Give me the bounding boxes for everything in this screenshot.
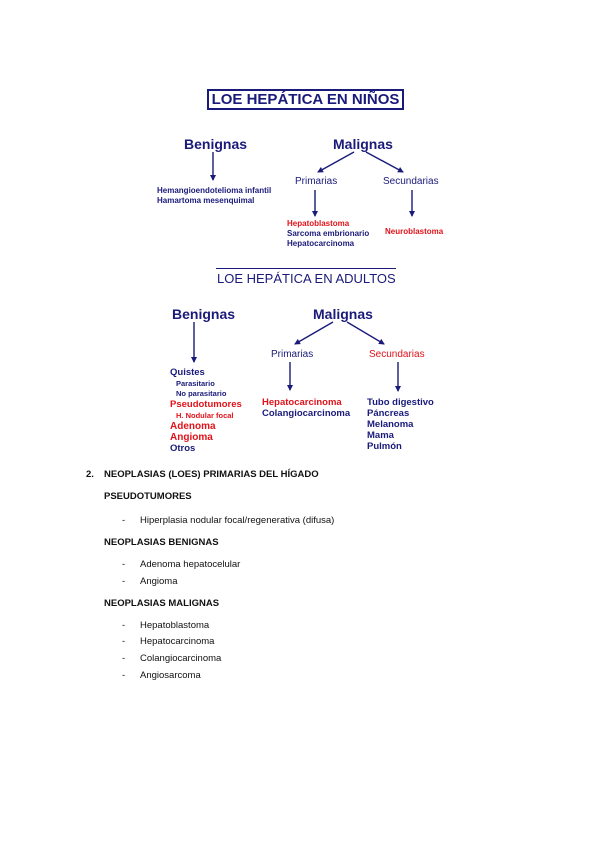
list-bullet: - bbox=[122, 559, 126, 570]
list-item: Páncreas bbox=[367, 408, 410, 419]
list-item: Sarcoma embrionario bbox=[287, 229, 370, 238]
list-bullet: - bbox=[122, 670, 126, 681]
list-item: Hepatocarcinoma bbox=[262, 397, 342, 408]
list-item: Neuroblastoma bbox=[385, 227, 444, 236]
list-item: Tubo digestivo bbox=[367, 397, 434, 408]
adultos-arrow-secundarias bbox=[346, 321, 385, 345]
list-item: Angioma bbox=[170, 432, 213, 443]
list-item: Parasitario bbox=[176, 379, 215, 388]
adultos-arrow-primarias bbox=[294, 321, 334, 345]
list-bullet: - bbox=[122, 636, 126, 647]
ninos-benignas-label: Benignas bbox=[184, 136, 248, 152]
list-item: Hepatocarcinoma bbox=[140, 636, 215, 647]
adultos-primarias-list: Hepatocarcinoma Colangiocarcinoma bbox=[262, 397, 350, 419]
adultos-malignas-label: Malignas bbox=[313, 306, 373, 322]
list-item: Angioma bbox=[140, 576, 178, 587]
list-item: Hiperplasia nodular focal/regenerativa (… bbox=[140, 515, 335, 526]
adultos-primarias-label: Primarias bbox=[271, 349, 314, 360]
list-item: Hepatocarcinoma bbox=[287, 239, 355, 248]
ninos-arrow-secundarias bbox=[365, 151, 404, 173]
list-item: Colangiocarcinoma bbox=[262, 408, 351, 419]
ninos-malignas-label: Malignas bbox=[333, 136, 393, 152]
list-item: Hepatoblastoma bbox=[287, 219, 350, 228]
adultos-benignas-label: Benignas bbox=[172, 306, 236, 322]
section-number: 2. bbox=[86, 469, 94, 480]
list-item: Angiosarcoma bbox=[140, 670, 201, 681]
adultos-secundarias-list: Tubo digestivo Páncreas Melanoma Mama Pu… bbox=[367, 397, 434, 452]
list-item: Colangiocarcinoma bbox=[140, 653, 222, 664]
list-item: Otros bbox=[170, 443, 196, 454]
list-item: No parasitario bbox=[176, 389, 227, 398]
list-bullet: - bbox=[122, 515, 126, 526]
ninos-primarias-label: Primarias bbox=[295, 176, 338, 187]
list-item: Mama bbox=[367, 430, 394, 441]
list-item: H. Nodular focal bbox=[176, 411, 234, 420]
list-bullet: - bbox=[122, 653, 126, 664]
list-item: Adenoma hepatocelular bbox=[140, 559, 241, 570]
list-item: Hamartoma mesenquimal bbox=[157, 196, 255, 205]
group-title-pseudotumores: PSEUDOTUMORES bbox=[104, 491, 192, 502]
section-heading: NEOPLASIAS (LOES) PRIMARIAS DEL HÍGADO bbox=[104, 469, 319, 480]
group-title-malignas: NEOPLASIAS MALIGNAS bbox=[104, 598, 220, 609]
ninos-title: LOE HEPÁTICA EN NIÑOS bbox=[207, 89, 404, 110]
list-item: Hemangioendotelioma infantil bbox=[157, 186, 272, 195]
list-bullet: - bbox=[122, 620, 126, 631]
list-item: Melanoma bbox=[367, 419, 414, 430]
list-item: Adenoma bbox=[170, 421, 216, 432]
adultos-title: LOE HEPÁTICA EN ADULTOS bbox=[217, 271, 396, 286]
adultos-benignas-list: Quistes Parasitario No parasitario Pseud… bbox=[170, 367, 242, 455]
list-bullet: - bbox=[122, 576, 126, 587]
ninos-primarias-list: Hepatoblastoma Sarcoma embrionario Hepat… bbox=[287, 219, 369, 249]
group-title-benignas: NEOPLASIAS BENIGNAS bbox=[104, 537, 219, 548]
list-item: Pulmón bbox=[367, 441, 402, 452]
list-item: Pseudotumores bbox=[170, 399, 242, 410]
adultos-secundarias-label: Secundarias bbox=[369, 349, 425, 360]
ninos-secundarias-list: Neuroblastoma bbox=[385, 227, 443, 237]
list-item: Hepatoblastoma bbox=[140, 620, 210, 631]
adultos-title-rule bbox=[216, 268, 396, 269]
ninos-arrow-primarias bbox=[317, 151, 355, 173]
ninos-secundarias-label: Secundarias bbox=[383, 176, 439, 187]
list-item: Quistes bbox=[170, 367, 205, 378]
ninos-benignas-list: Hemangioendotelioma infantil Hamartoma m… bbox=[157, 186, 271, 206]
